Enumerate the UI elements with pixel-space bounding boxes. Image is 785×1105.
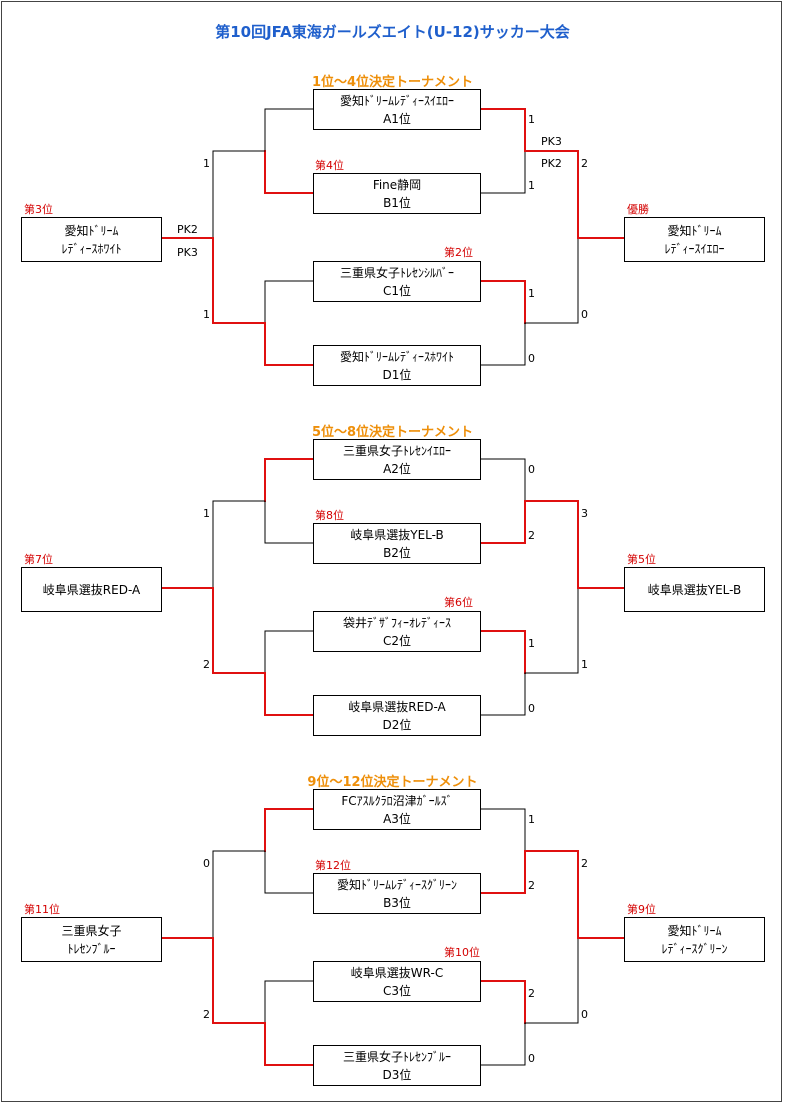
team-box-line: A3位 xyxy=(383,811,411,826)
team-score: 0 xyxy=(528,1052,535,1065)
place-box-right: 愛知ﾄﾞﾘｰﾑ ﾚﾃﾞｨｰｽｲｴﾛｰ xyxy=(624,217,765,262)
rank-label: 第12位 xyxy=(315,859,351,872)
place-box-right: 愛知ﾄﾞﾘｰﾑ ﾚﾃﾞｨｰｽｸﾞﾘｰﾝ xyxy=(624,917,765,962)
rank-label: 第9位 xyxy=(627,903,656,916)
team-box: 愛知ﾄﾞﾘｰﾑﾚﾃﾞｨｰｽｸﾞﾘｰﾝ B3位 xyxy=(313,873,481,914)
team-box-line: C2位 xyxy=(382,633,411,648)
team-box-line: 愛知ﾄﾞﾘｰﾑﾚﾃﾞｨｰｽｸﾞﾘｰﾝ xyxy=(336,877,457,892)
rank-label: 優勝 xyxy=(627,203,649,216)
team-box: 愛知ﾄﾞﾘｰﾑﾚﾃﾞｨｰｽｲｴﾛｰ A1位 xyxy=(313,89,481,130)
place-box-left-line: ﾄﾚｾﾝﾌﾞﾙｰ xyxy=(67,941,116,956)
place-box-right-line: ﾚﾃﾞｨｰｽｸﾞﾘｰﾝ xyxy=(661,941,728,956)
final-score-left: 2 xyxy=(203,1008,210,1021)
pk-score-left: PK3 xyxy=(177,246,198,259)
team-score: 0 xyxy=(528,463,535,476)
team-box: 三重県女子ﾄﾚｾﾝｼﾙﾊﾞｰ C1位 xyxy=(313,261,481,302)
page-title: 第10回JFA東海ガールズエイト(U-12)サッカー大会 xyxy=(215,23,570,41)
team-score: 1 xyxy=(528,287,535,300)
rank-label: 第6位 xyxy=(444,596,473,609)
final-score-left: 0 xyxy=(203,857,210,870)
place-box-left: 愛知ﾄﾞﾘｰﾑ ﾚﾃﾞｨｰｽﾎﾜｲﾄ xyxy=(21,217,162,262)
final-score-right: 0 xyxy=(581,1008,588,1021)
team-box-line: 岐阜県選抜RED-A xyxy=(348,699,446,714)
rank-label: 第4位 xyxy=(315,159,344,172)
rank-label: 第7位 xyxy=(24,553,53,566)
final-score-left: 1 xyxy=(203,507,210,520)
team-score: 1 xyxy=(528,179,535,192)
team-box: 岐阜県選抜YEL-B B2位 xyxy=(313,523,481,564)
final-score-left: 1 xyxy=(203,308,210,321)
team-box-line: B2位 xyxy=(383,545,411,560)
team-box-line: 岐阜県選抜YEL-B xyxy=(350,527,444,542)
place-box-left-line: ﾚﾃﾞｨｰｽﾎﾜｲﾄ xyxy=(61,241,122,256)
team-score: 1 xyxy=(528,637,535,650)
team-box-line: 愛知ﾄﾞﾘｰﾑﾚﾃﾞｨｰｽｲｴﾛｰ xyxy=(339,93,454,108)
place-box-right-line: 愛知ﾄﾞﾘｰﾑ xyxy=(667,223,722,238)
team-box-line: D2位 xyxy=(382,717,412,732)
team-box: Fine静岡 B1位 xyxy=(313,173,481,214)
final-score-right: 2 xyxy=(581,157,588,170)
team-box-line: A1位 xyxy=(383,111,411,126)
team-score: 2 xyxy=(528,879,535,892)
place-box-right: 岐阜県選抜YEL-B xyxy=(624,567,765,612)
team-box-line: 愛知ﾄﾞﾘｰﾑﾚﾃﾞｨｰｽﾎﾜｲﾄ xyxy=(339,349,454,364)
final-score-left: 2 xyxy=(203,658,210,671)
rank-label: 第5位 xyxy=(627,553,656,566)
final-score-left: 1 xyxy=(203,157,210,170)
team-box-line: C1位 xyxy=(382,283,411,298)
team-box: 岐阜県選抜RED-A D2位 xyxy=(313,695,481,736)
team-box: 三重県女子ﾄﾚｾﾝﾌﾞﾙｰ D3位 xyxy=(313,1045,481,1086)
final-score-right: 0 xyxy=(581,308,588,321)
team-box: 袋井ﾃﾞｻﾞﾌｨｰｵﾚﾃﾞｨｰｽ C2位 xyxy=(313,611,481,652)
team-box-line: Fine静岡 xyxy=(372,177,422,192)
section-heading: 9位〜12位決定トーナメント xyxy=(307,775,478,790)
team-box: 三重県女子ﾄﾚｾﾝｲｴﾛｰ A2位 xyxy=(313,439,481,480)
team-score: 1 xyxy=(528,113,535,126)
rank-label: 第10位 xyxy=(444,946,480,959)
place-box-left-line: 三重県女子 xyxy=(61,923,122,938)
rank-label: 第3位 xyxy=(24,203,53,216)
team-box-line: 岐阜県選抜WR-C xyxy=(350,965,444,980)
place-box-right-line: 愛知ﾄﾞﾘｰﾑ xyxy=(667,923,722,938)
rank-label: 第11位 xyxy=(24,903,60,916)
team-box: FCｱｽﾙｸﾗﾛ沼津ｶﾞｰﾙｽﾞ A3位 xyxy=(313,789,481,830)
team-score: 2 xyxy=(528,529,535,542)
final-score-right: 2 xyxy=(581,857,588,870)
team-box-line: 三重県女子ﾄﾚｾﾝﾌﾞﾙｰ xyxy=(342,1049,451,1064)
final-score-right: 1 xyxy=(581,658,588,671)
place-box-left-line: 岐阜県選抜RED-A xyxy=(42,582,141,597)
place-box-left-line: 愛知ﾄﾞﾘｰﾑ xyxy=(64,223,119,238)
team-box-line: 三重県女子ﾄﾚｾﾝｼﾙﾊﾞｰ xyxy=(339,265,454,280)
team-box-line: B3位 xyxy=(383,895,411,910)
team-box-line: 袋井ﾃﾞｻﾞﾌｨｰｵﾚﾃﾞｨｰｽ xyxy=(342,615,451,630)
team-box-line: 三重県女子ﾄﾚｾﾝｲｴﾛｰ xyxy=(342,443,451,458)
final-score-right: 3 xyxy=(581,507,588,520)
section-heading: 1位〜4位決定トーナメント xyxy=(311,75,474,90)
place-box-left: 三重県女子 ﾄﾚｾﾝﾌﾞﾙｰ xyxy=(21,917,162,962)
team-score: 0 xyxy=(528,702,535,715)
pk-score-right: PK2 xyxy=(541,157,562,170)
place-box-right-line: ﾚﾃﾞｨｰｽｲｴﾛｰ xyxy=(664,241,725,256)
rank-label: 第2位 xyxy=(444,246,473,259)
team-box-line: FCｱｽﾙｸﾗﾛ沼津ｶﾞｰﾙｽﾞ xyxy=(341,793,453,808)
rank-label: 第8位 xyxy=(315,509,344,522)
team-box-line: A2位 xyxy=(383,461,411,476)
team-box: 愛知ﾄﾞﾘｰﾑﾚﾃﾞｨｰｽﾎﾜｲﾄ D1位 xyxy=(313,345,481,386)
section-heading: 5位〜8位決定トーナメント xyxy=(311,425,474,440)
pk-score-right: PK3 xyxy=(541,135,562,148)
place-box-left: 岐阜県選抜RED-A xyxy=(21,567,162,612)
team-box: 岐阜県選抜WR-C C3位 xyxy=(313,961,481,1002)
team-score: 1 xyxy=(528,813,535,826)
team-box-line: D1位 xyxy=(382,367,412,382)
team-score: 2 xyxy=(528,987,535,1000)
pk-score-left: PK2 xyxy=(177,223,198,236)
team-box-line: C3位 xyxy=(382,983,411,998)
team-score: 0 xyxy=(528,352,535,365)
team-box-line: B1位 xyxy=(383,195,411,210)
place-box-right-line: 岐阜県選抜YEL-B xyxy=(647,582,742,597)
team-box-line: D3位 xyxy=(382,1067,412,1082)
